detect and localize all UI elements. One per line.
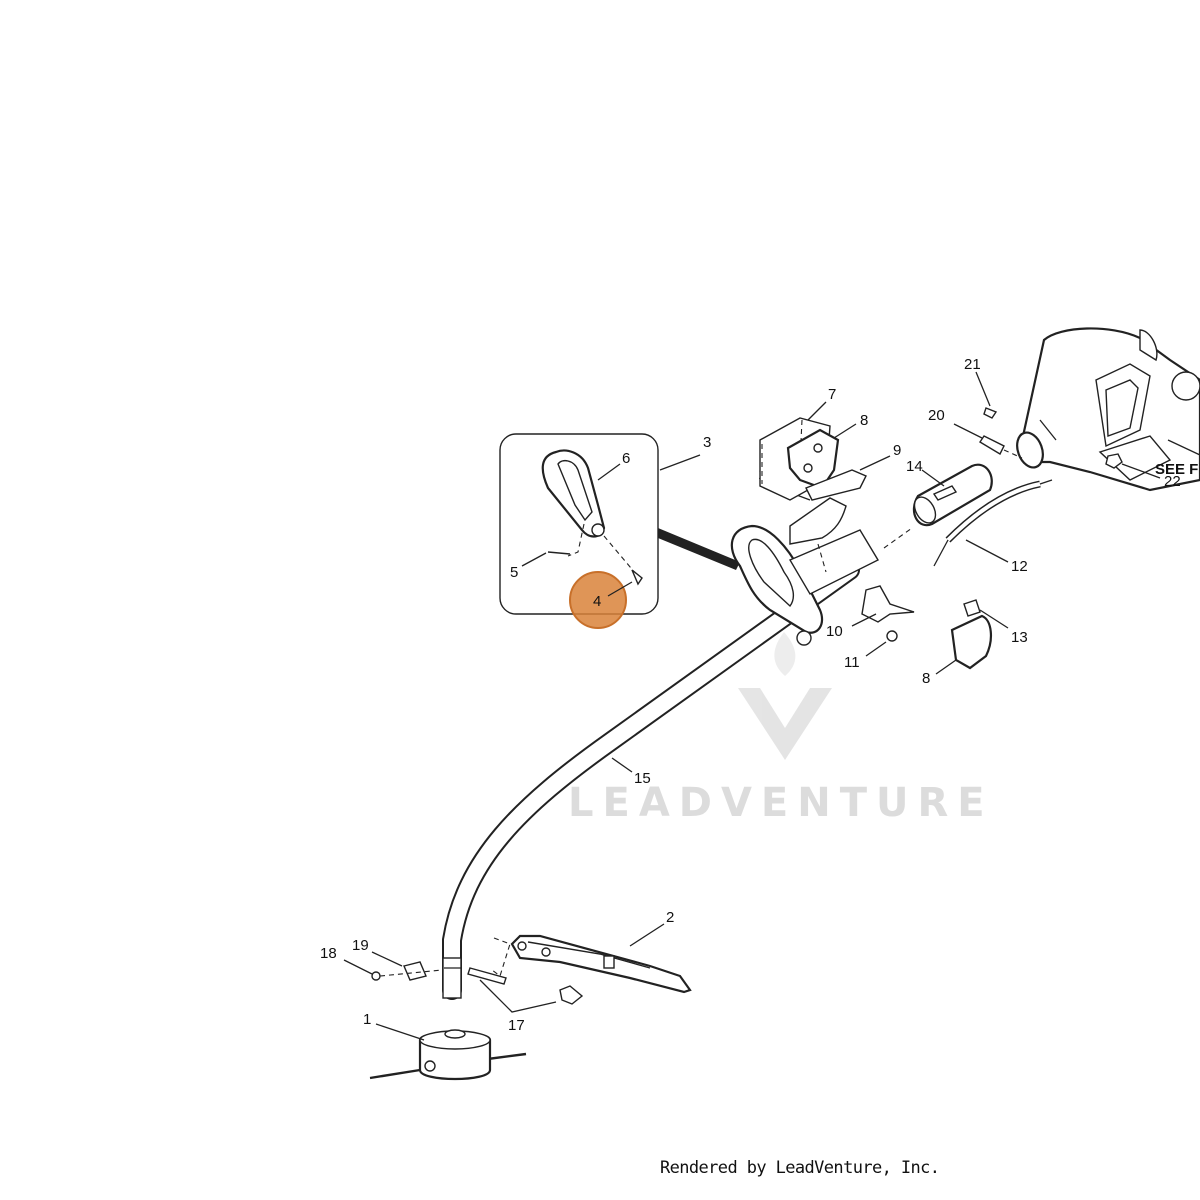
footer-credit: Rendered by LeadVenture, Inc.: [660, 1158, 940, 1178]
callout-22[interactable]: 22: [1164, 473, 1181, 490]
nut-part-11: [886, 630, 898, 642]
screw-part-21: [983, 407, 998, 419]
watermark-flame-icon: [774, 632, 796, 676]
see-figure-note: SEE F: [1155, 461, 1198, 478]
bolt-part-20: [979, 435, 1005, 455]
callout-12[interactable]: 12: [1011, 558, 1028, 575]
callout-18[interactable]: 18: [320, 945, 337, 962]
screw-part-5: [547, 551, 571, 555]
screw-part-18: [371, 971, 381, 981]
callout-3[interactable]: 3: [703, 434, 711, 451]
callout-9[interactable]: 9: [893, 442, 901, 459]
callout-7[interactable]: 7: [828, 386, 836, 403]
callout-13[interactable]: 13: [1011, 629, 1028, 646]
main-handle-part-3: [730, 524, 879, 646]
callout-highlight: [569, 571, 627, 629]
callout-4[interactable]: 4: [593, 593, 601, 610]
callout-20[interactable]: 20: [928, 407, 945, 424]
callout-8-upper[interactable]: 8: [860, 412, 868, 429]
inset-pointer: [658, 528, 740, 570]
leadventure-watermark: LEADVENTURE: [568, 632, 994, 826]
nut-part-4: [631, 569, 643, 586]
callout-19[interactable]: 19: [352, 937, 369, 954]
engine-assembly: [1016, 327, 1200, 492]
callout-6[interactable]: 6: [622, 450, 630, 467]
grip-part-14: [912, 463, 993, 527]
sticker-part-16: [789, 497, 847, 545]
watermark-text: LEADVENTURE: [568, 780, 994, 826]
clamp-part-19: [403, 961, 427, 981]
callout-8-lower[interactable]: 8: [922, 670, 930, 687]
handle-half-part-8-lower: [950, 614, 992, 670]
lever-part-9: [805, 469, 867, 501]
switch-part-13: [963, 599, 981, 617]
trimmer-head-part-1: [369, 1029, 527, 1081]
callout-15[interactable]: 15: [634, 770, 651, 787]
callout-1[interactable]: 1: [363, 1011, 371, 1028]
bolt-part-17: [467, 967, 507, 985]
trigger-part-10: [861, 585, 915, 623]
watermark-logo-icon: [738, 688, 832, 760]
wingnut-part-17: [559, 985, 584, 1005]
callout-2[interactable]: 2: [666, 909, 674, 926]
callout-17[interactable]: 17: [508, 1017, 525, 1034]
callout-14[interactable]: 14: [906, 458, 923, 475]
cable-part-12: [933, 479, 1053, 567]
nut-part-22: [1105, 453, 1123, 469]
inset-handle-part-6: [541, 449, 606, 538]
callout-21[interactable]: 21: [964, 356, 981, 373]
callout-5[interactable]: 5: [510, 564, 518, 581]
shaft-part-15: [442, 560, 860, 1000]
callout-10[interactable]: 10: [826, 623, 843, 640]
callout-11[interactable]: 11: [844, 654, 860, 671]
guard-part-2: [510, 934, 692, 994]
